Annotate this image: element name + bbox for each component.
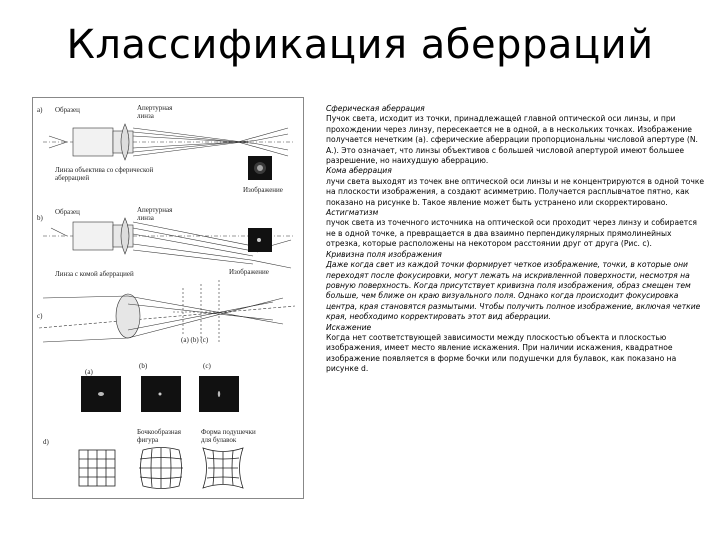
distortion-body: Когда нет соответствующей зависимости ме… [326, 332, 677, 374]
panel-a-aperture-label: Апертурная линза [137, 104, 173, 120]
coma-heading: Кома аберрация [326, 166, 392, 176]
pincushion-label: Форма подушечки для булавок [201, 428, 256, 444]
grid-normal [78, 449, 116, 487]
panel-a-diagram [43, 123, 293, 161]
panel-a-source-label: Образец [55, 106, 80, 114]
astigmatism-heading: Астигматизм [326, 208, 379, 218]
panel-c-marks: (a) (b) (c) [181, 336, 209, 344]
grid-barrel [139, 447, 183, 489]
panel-b-source-label: Образец [55, 208, 80, 216]
spot-b-label: (b) [139, 362, 148, 370]
slide-title: Классификация аберраций [66, 22, 654, 68]
panel-a-letter: а) [37, 106, 43, 114]
coma-body: лучи света выходят из точек вне оптическ… [326, 176, 705, 207]
panel-b-letter: b) [37, 214, 43, 222]
field-curvature-body: Даже когда свет из каждой точки формируе… [326, 260, 701, 322]
panel-c-letter: c) [37, 312, 43, 320]
panel-a-lens-label: Линза объектива со сферической аберрацие… [55, 166, 154, 182]
field-curvature-heading: Кривизна поля изображения [326, 249, 442, 259]
panel-b-image-label: Изображение [229, 268, 269, 276]
panel-d-letter: d) [43, 438, 49, 446]
grid-pincushion [202, 447, 244, 489]
distortion-heading: Искажение [326, 322, 372, 332]
panel-b-aperture-label: Апертурная линза [137, 206, 173, 222]
barrel-label: Бочкообразная фигура [137, 428, 181, 444]
figure-drawing [38, 123, 296, 489]
spherical-body: Пучок света, исходит из точки, принадлеж… [326, 114, 698, 166]
panel-b-lens-label: Линза с комой аберрацией [55, 270, 134, 278]
panel-a-image-label: Изображение [243, 186, 283, 194]
aberration-figure: а) Образец Апертурная линза Линза объект… [32, 97, 304, 499]
spot-c-label: (c) [203, 362, 211, 370]
spherical-heading: Сферическая аберрация [326, 104, 425, 113]
panel-c-diagram [38, 280, 296, 344]
spot-a-label: (a) [85, 368, 93, 376]
astigmatism-body: пучок света из точечного источника на оп… [326, 218, 697, 249]
aberration-description: Сферическая аберрация Пучок света, исход… [326, 104, 706, 375]
